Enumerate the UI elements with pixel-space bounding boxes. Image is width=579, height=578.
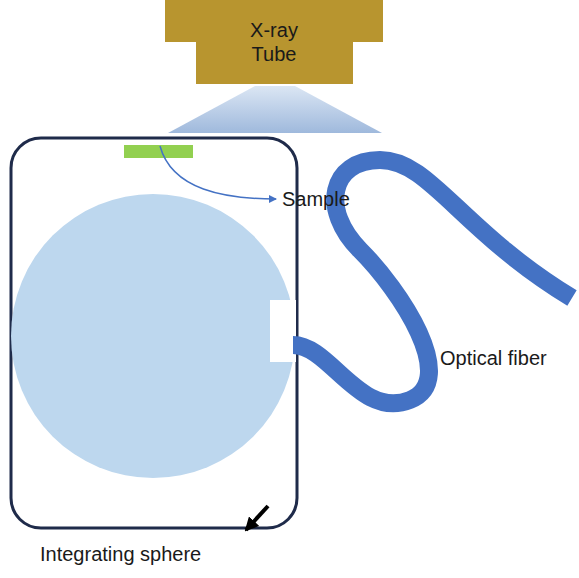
sphere-housing xyxy=(11,138,297,528)
xray-beam xyxy=(168,86,382,133)
fiber-port xyxy=(270,300,296,362)
tube-box: X-ray Tube xyxy=(165,0,383,84)
sample xyxy=(124,145,193,158)
leader-arrow xyxy=(160,146,276,199)
sphere-cavity xyxy=(11,194,295,478)
part-label: Integrating sphere xyxy=(40,542,201,566)
tube-label: X-ray Tube xyxy=(239,18,309,66)
sample-port xyxy=(127,157,190,188)
part-label: Optical fiber xyxy=(440,346,547,370)
xray-tube xyxy=(165,0,383,84)
leader-arrow xyxy=(246,506,268,530)
part-label: Sample xyxy=(282,187,350,211)
